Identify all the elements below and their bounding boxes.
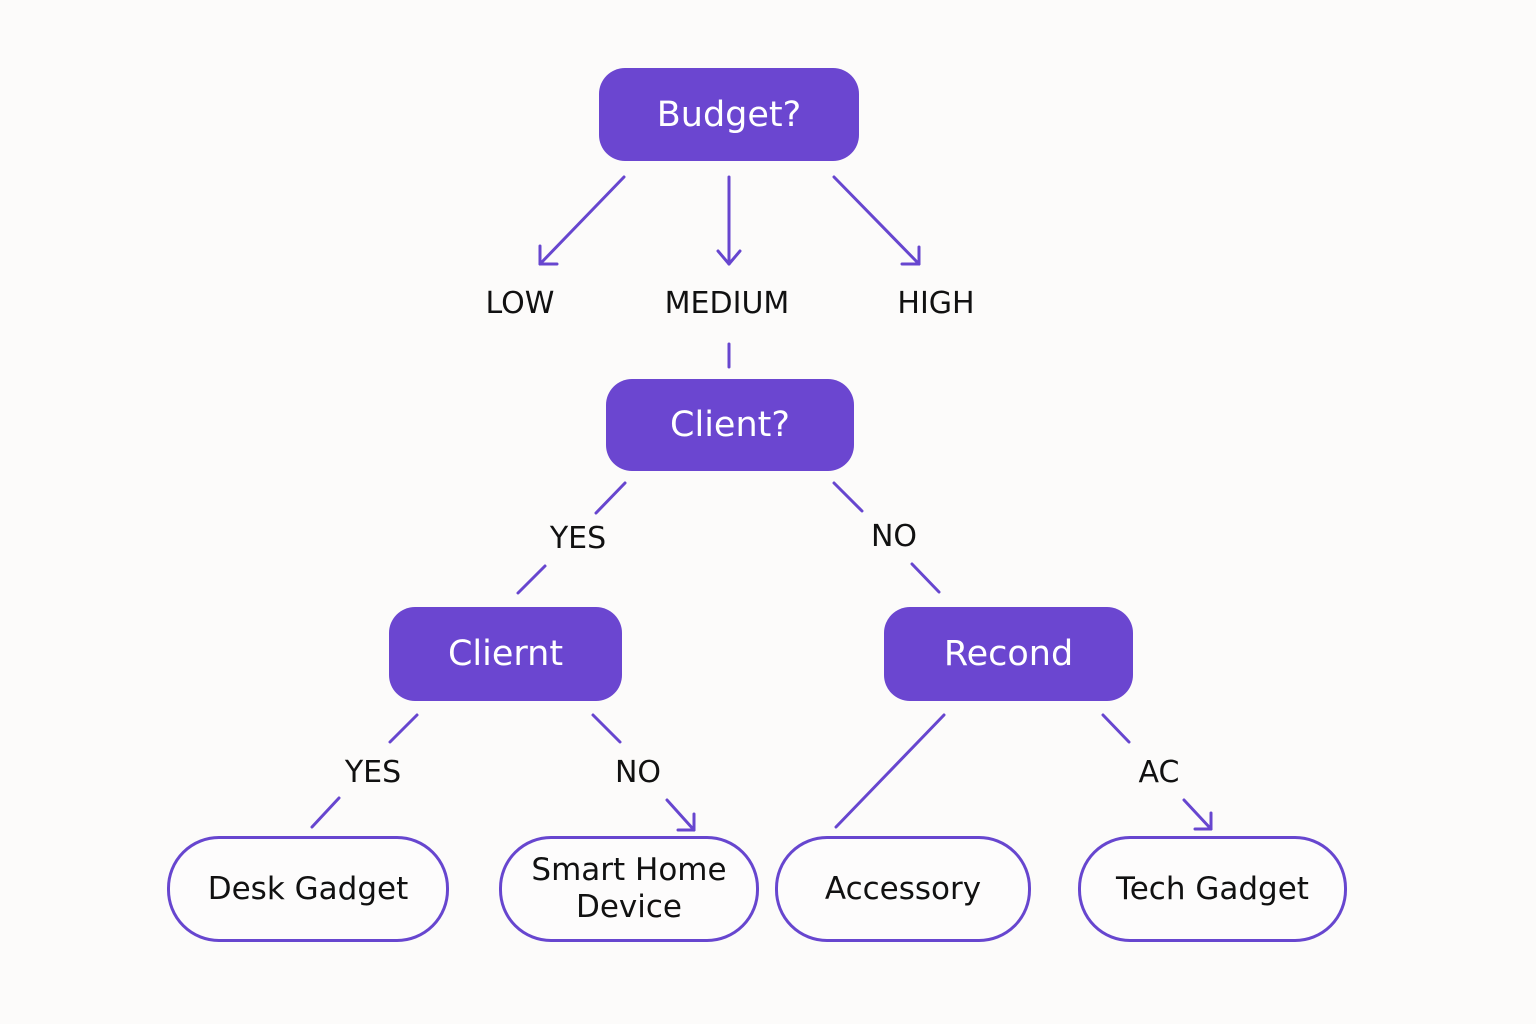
- smart-home-label-line1: Smart Home: [531, 852, 727, 888]
- edge-label-cliernt-no: NO: [614, 755, 662, 790]
- arrowhead-medium: [716, 249, 742, 266]
- edge-cliernt-yes-lower: [310, 796, 341, 829]
- arrowhead-low: [538, 244, 559, 266]
- edge-client-yes-lower: [516, 564, 547, 595]
- tech-gadget-outcome-node: Tech Gadget: [1078, 836, 1347, 942]
- tech-gadget-label: Tech Gadget: [1116, 870, 1309, 907]
- budget-decision-node: Budget?: [599, 68, 859, 161]
- cliernt-node-label: Cliernt: [447, 634, 564, 674]
- edge-budget-high: [832, 175, 921, 266]
- desk-gadget-label: Desk Gadget: [207, 870, 409, 907]
- client-decision-node: Client?: [606, 379, 854, 471]
- edge-client-no-upper: [832, 481, 864, 513]
- edge-cliernt-no-upper: [591, 713, 622, 744]
- cliernt-decision-node: Cliernt: [389, 607, 622, 701]
- accessory-label: Accessory: [824, 870, 982, 907]
- budget-node-label: Budget?: [656, 94, 802, 135]
- edge-recond-ac-lower: [1182, 798, 1213, 831]
- edge-label-cliernt-yes: YES: [344, 755, 402, 790]
- recond-node-label: Recond: [943, 634, 1074, 674]
- edge-label-medium: MEDIUM: [664, 286, 790, 321]
- edge-label-client-no: NO: [870, 519, 918, 554]
- arrowhead-high: [900, 245, 921, 266]
- edge-label-high: HIGH: [897, 286, 975, 321]
- edge-label-client-yes: YES: [549, 521, 607, 556]
- edge-label-recond-ac: AC: [1138, 755, 1180, 790]
- arrowhead-recond-ac: [1193, 811, 1213, 831]
- edge-recond-ac-upper: [1101, 713, 1131, 744]
- edge-cliernt-no-lower: [665, 798, 696, 832]
- recond-decision-node: Recond: [884, 607, 1133, 701]
- edge-client-yes-upper: [594, 481, 627, 515]
- accessory-outcome-node: Accessory: [775, 836, 1031, 942]
- edge-cliernt-yes-upper: [388, 713, 419, 744]
- smart-home-label-line2: Device: [575, 889, 683, 925]
- desk-gadget-outcome-node: Desk Gadget: [167, 836, 449, 942]
- arrowhead-cliernt-no: [676, 812, 696, 832]
- edge-client-no-lower: [910, 562, 941, 594]
- edge-label-low: LOW: [485, 286, 555, 321]
- edge-recond-accessory: [834, 713, 946, 829]
- client-node-label: Client?: [670, 405, 790, 445]
- smart-home-device-outcome-node: Smart Home Device: [499, 836, 759, 942]
- edge-budget-low: [538, 175, 626, 266]
